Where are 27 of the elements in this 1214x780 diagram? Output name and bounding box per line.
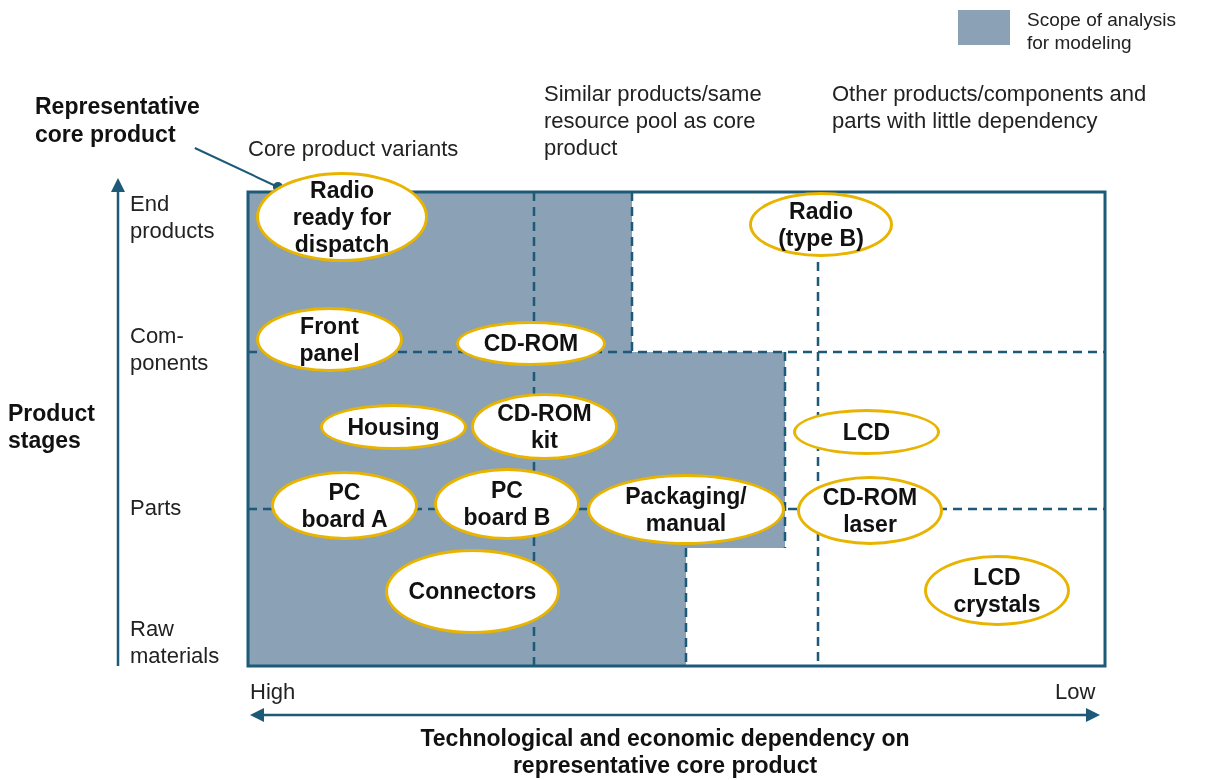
legend-text: Scope of analysis for modeling bbox=[1027, 8, 1177, 54]
axis-title: Product stages bbox=[8, 400, 96, 454]
product-label: PC board B bbox=[462, 477, 552, 531]
product-label: Connectors bbox=[407, 578, 538, 605]
product-label: LCD bbox=[841, 418, 892, 446]
product-label: CD-ROM laser bbox=[821, 483, 919, 538]
axis-tick-label: Com- ponents bbox=[130, 322, 210, 376]
product-label: Radio (type B) bbox=[777, 197, 865, 252]
column-heading: Other products/components and parts with little dependency bbox=[832, 80, 1148, 134]
leader-line bbox=[193, 147, 283, 192]
callout-text: Representative core product bbox=[35, 92, 235, 148]
product-label: Housing bbox=[346, 413, 441, 441]
product-label: CD-ROM bbox=[482, 330, 580, 357]
column-heading: Core product variants bbox=[248, 135, 460, 162]
axis-tick-label: Low bbox=[1055, 678, 1097, 705]
product-label: Radio ready for dispatch bbox=[291, 176, 393, 258]
axis-tick-label: Raw materials bbox=[130, 615, 221, 669]
axis-tick-label: Parts bbox=[130, 494, 183, 521]
column-heading: Similar products/same resource pool as core product bbox=[544, 80, 763, 161]
axis-title: Technological and economic dependency on representative core product bbox=[419, 725, 911, 779]
product-label: LCD crystals bbox=[952, 563, 1042, 618]
axis-tick-label: High bbox=[250, 678, 297, 705]
product-label: Front panel bbox=[298, 312, 361, 367]
product-label: PC board A bbox=[300, 478, 389, 533]
axis-tick-label: End products bbox=[130, 190, 216, 244]
product-label: Packaging/ manual bbox=[624, 482, 748, 537]
product-label: CD-ROM kit bbox=[496, 399, 593, 454]
